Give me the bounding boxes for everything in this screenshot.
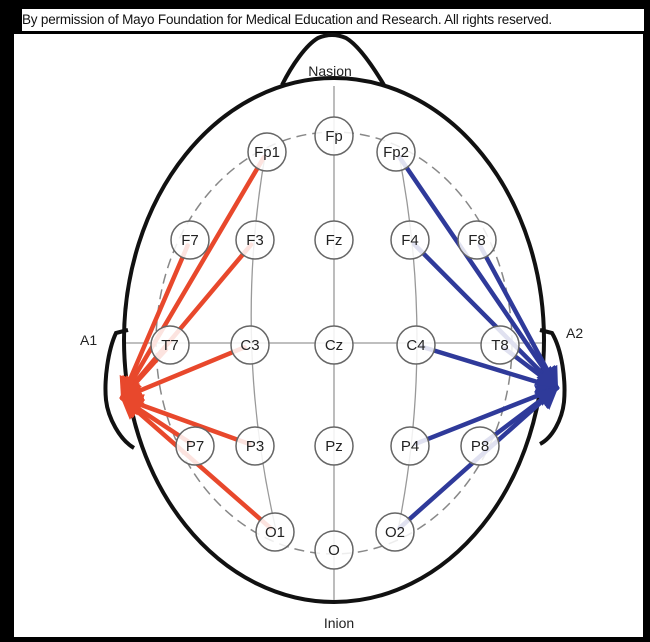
nose-outline [280, 33, 386, 87]
electrode-circle [255, 512, 295, 552]
electrode-label: C4 [406, 337, 425, 354]
electrode-f8: F8 [457, 220, 497, 260]
electrode-p4: P4 [390, 426, 430, 466]
electrode-label: F7 [181, 232, 199, 249]
electrode-t7: T7 [150, 325, 190, 365]
electrode-circle [314, 325, 354, 365]
electrode-f7: F7 [170, 220, 210, 260]
arrow-c3-to-a1 [119, 345, 247, 401]
electrode-f4: F4 [390, 220, 430, 260]
electrode-label: Fp [325, 128, 343, 145]
electrode-label: F4 [401, 232, 419, 249]
right-ear-outline [538, 328, 567, 446]
copyright-caption: By permission of Mayo Foundation for Med… [22, 9, 644, 31]
electrode-circle [460, 426, 500, 466]
electrode-circle [235, 426, 275, 466]
electrode-label: F8 [468, 232, 486, 249]
electrode-circle [314, 116, 354, 156]
electrode-label: C3 [240, 337, 259, 354]
a2-reference-label: A2 [566, 325, 583, 341]
electrode-circle [175, 426, 215, 466]
electrode-label: Fz [326, 232, 343, 249]
electrode-circle [375, 512, 415, 552]
electrode-circle [170, 220, 210, 260]
electrode-p7: P7 [175, 426, 215, 466]
electrode-c3: C3 [230, 325, 270, 365]
electrode-label: P7 [186, 438, 204, 455]
a1-reference-label: A1 [80, 332, 97, 348]
electrode-cz: Cz [314, 325, 354, 365]
electrode-label: Pz [325, 438, 343, 455]
electrode-circle [480, 325, 520, 365]
electrode-label: Cz [325, 337, 343, 354]
electrode-label: P8 [471, 438, 489, 455]
electrode-label: F3 [246, 232, 264, 249]
electrode-label: P4 [401, 438, 419, 455]
arrow-f4-to-a2 [411, 242, 560, 391]
electrode-p8: P8 [460, 426, 500, 466]
electrode-p3: P3 [235, 426, 275, 466]
electrode-fz: Fz [314, 220, 354, 260]
electrode-label: Fp2 [383, 144, 409, 161]
electrode-circle [396, 325, 436, 365]
electrode-circle [314, 426, 354, 466]
electrode-label: T8 [491, 337, 509, 354]
electrode-fp1: Fp1 [247, 132, 287, 172]
electrode-circle [314, 530, 354, 570]
electrode-label: P3 [246, 438, 264, 455]
electrode-circle [150, 325, 190, 365]
arrow-f7-to-a1 [119, 243, 190, 401]
electrode-label: T7 [161, 337, 179, 354]
arrow-f8-to-a2 [477, 243, 560, 391]
electrode-circle [230, 325, 270, 365]
electrode-circle [457, 220, 497, 260]
electrode-circle [247, 132, 287, 172]
left-ear-outline [103, 328, 136, 450]
inion-label: Inion [324, 615, 354, 631]
electrode-circle [376, 132, 416, 172]
arrow-fp2-to-a2 [397, 154, 560, 391]
electrode-fp: Fp [314, 116, 354, 156]
electrode-t8: T8 [480, 325, 520, 365]
electrode-circle [235, 220, 275, 260]
electrode-fp2: Fp2 [376, 132, 416, 172]
electrode-circle [390, 426, 430, 466]
arrow-fp1-to-a1 [119, 154, 267, 401]
electrode-label: O [328, 542, 340, 559]
electrode-o2: O2 [375, 512, 415, 552]
nasion-label: Nasion [308, 63, 352, 79]
electrode-label: O1 [265, 524, 285, 541]
electrode-label: Fp1 [254, 144, 280, 161]
electrode-f3: F3 [235, 220, 275, 260]
electrode-o: O [314, 530, 354, 570]
electrode-circle [390, 220, 430, 260]
arrow-p4-to-a2 [413, 384, 560, 447]
electrode-pz: Pz [314, 426, 354, 466]
electrode-o1: O1 [255, 512, 295, 552]
electrode-c4: C4 [396, 325, 436, 365]
electrode-circle [314, 220, 354, 260]
electrode-label: O2 [385, 524, 405, 541]
